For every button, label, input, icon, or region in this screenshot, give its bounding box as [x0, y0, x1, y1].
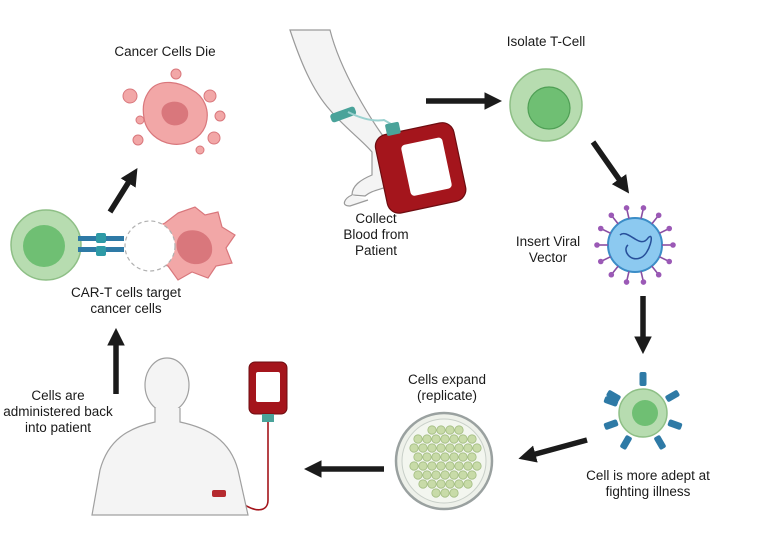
label-cell-more-adept: Cell is more adept at fighting illness [586, 468, 710, 499]
label-insert-viral-vector: Insert Viral Vector [515, 234, 581, 265]
label-collect-blood: Collect Blood from Patient [343, 211, 409, 258]
dead-cancer-cells-icon [122, 68, 226, 155]
arrow-adept-to-expand [518, 437, 588, 463]
label-cancer-cells-die: Cancer Cells Die [114, 44, 216, 59]
arrow-isolate-to-insert [590, 140, 630, 194]
car-t-binding-cancer-cell-illustration [10, 206, 236, 281]
arm-blood-collection-illustration [289, 29, 467, 214]
blood-bag-icon [374, 121, 467, 214]
isolated-t-cell-icon [509, 68, 583, 142]
label-administered-back: Cells are administered back into patient [3, 388, 113, 435]
label-cells-expand: Cells expand (replicate) [407, 372, 487, 403]
process-arrows [107, 92, 652, 478]
car-t-cell-with-receptors-icon [603, 372, 683, 450]
petri-dish-icon [394, 411, 494, 511]
viral-vector-icon [594, 205, 676, 285]
arrow-target-to-die [107, 168, 138, 214]
label-car-t-target: CAR-T cells target cancer cells [70, 285, 182, 316]
patient-body-illustration [91, 357, 249, 516]
transfusion-bag-icon [237, 361, 288, 511]
label-isolate-t-cell: Isolate T-Cell [506, 34, 586, 49]
